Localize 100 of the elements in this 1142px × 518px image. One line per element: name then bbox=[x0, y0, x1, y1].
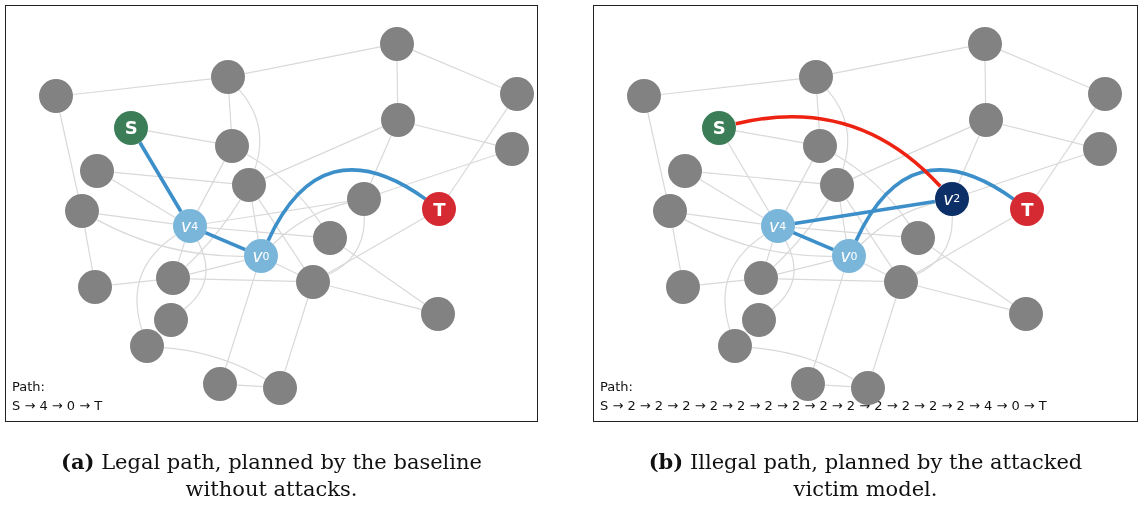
graph-edge bbox=[831, 46, 969, 75]
graph-edge bbox=[834, 153, 910, 225]
figure-caption: (a) Legal path, planned by the baseline without attacks. bbox=[59, 448, 483, 503]
graph-edge bbox=[794, 227, 902, 238]
graph-edge bbox=[163, 347, 266, 380]
graph-edge bbox=[111, 279, 157, 286]
graph-node bbox=[129, 329, 164, 364]
graph-edge bbox=[413, 123, 497, 146]
graph-edge bbox=[967, 154, 1085, 195]
graph-node bbox=[1083, 132, 1118, 167]
graph-edge bbox=[396, 59, 399, 104]
graph-edge bbox=[136, 234, 176, 331]
graph-edge bbox=[684, 219, 833, 257]
path-heading: Path: bbox=[600, 379, 633, 394]
graph-node bbox=[379, 26, 414, 61]
graph-edge bbox=[264, 126, 383, 179]
graph-edge bbox=[98, 213, 174, 225]
graph-edge bbox=[1036, 107, 1096, 196]
graph-edge bbox=[846, 198, 893, 269]
graph-node bbox=[64, 194, 99, 229]
graph-edge bbox=[727, 141, 770, 213]
graph-edge bbox=[343, 247, 426, 305]
graph-edge bbox=[197, 160, 225, 212]
graph-edge bbox=[72, 78, 212, 96]
graph-edge bbox=[258, 198, 305, 269]
graph-node bbox=[798, 60, 833, 94]
graph-node bbox=[884, 264, 919, 299]
figure-caption: (b) Illegal path, planned by the attacked victim model. bbox=[647, 448, 1084, 503]
start-node: S bbox=[114, 110, 149, 145]
graph-edge bbox=[765, 241, 774, 263]
graph-node bbox=[741, 303, 776, 337]
graph-edge bbox=[96, 219, 245, 257]
graph-edge bbox=[228, 93, 232, 130]
graph-node bbox=[791, 367, 826, 402]
graph-edge bbox=[699, 279, 745, 286]
graph-edge bbox=[411, 49, 502, 89]
graph-edge bbox=[1001, 123, 1085, 146]
graph-edge bbox=[824, 384, 852, 388]
graph-edge bbox=[863, 263, 887, 275]
path-edge bbox=[735, 114, 942, 188]
graph-node bbox=[156, 261, 191, 296]
graph-node bbox=[744, 261, 779, 296]
graph-edge bbox=[699, 179, 764, 218]
graph-edge bbox=[915, 217, 1014, 274]
graph-node bbox=[80, 153, 115, 188]
graph-edge bbox=[327, 217, 426, 274]
graph-node bbox=[78, 269, 113, 304]
start-node: S bbox=[702, 110, 737, 145]
graph-edge bbox=[205, 200, 348, 225]
graph-node bbox=[717, 329, 752, 364]
graph-edge bbox=[369, 135, 392, 184]
graph-edge bbox=[860, 202, 936, 245]
graph-edge bbox=[872, 297, 897, 372]
graph-node bbox=[262, 370, 297, 405]
graph-edge bbox=[777, 278, 885, 282]
graph-node bbox=[668, 153, 703, 188]
graph-node bbox=[232, 168, 267, 203]
graph-edge bbox=[931, 247, 1014, 305]
graph-edge bbox=[275, 263, 299, 275]
graph-edge bbox=[327, 215, 365, 276]
graph-edge bbox=[735, 130, 805, 144]
graph-edge bbox=[701, 171, 821, 185]
graph-edge bbox=[284, 297, 309, 372]
graph-node bbox=[203, 367, 238, 402]
target-node: T bbox=[422, 192, 457, 227]
graph-node bbox=[346, 181, 381, 216]
path-edge bbox=[792, 231, 834, 252]
graph-edge bbox=[816, 93, 820, 130]
graph-node bbox=[901, 221, 936, 256]
graph-edge bbox=[915, 215, 953, 276]
graph-node bbox=[380, 103, 415, 138]
graph-node bbox=[820, 168, 855, 203]
graph-edge bbox=[206, 227, 314, 238]
graph-edge bbox=[147, 130, 217, 144]
graph-edge bbox=[852, 126, 971, 179]
graph-edge bbox=[113, 171, 233, 185]
graph-node bbox=[39, 79, 74, 114]
graph-edge bbox=[246, 153, 322, 225]
graph-edge bbox=[185, 199, 241, 268]
graph-node bbox=[652, 194, 687, 229]
graph-edge bbox=[984, 59, 987, 104]
graph-edge bbox=[224, 271, 257, 369]
graph-edge bbox=[771, 240, 795, 310]
graph-node bbox=[968, 103, 1003, 138]
graph-edge bbox=[189, 259, 246, 275]
graph-node bbox=[495, 132, 530, 167]
path-edge bbox=[266, 168, 427, 242]
graph-node bbox=[210, 60, 245, 94]
graph-edge bbox=[957, 135, 980, 184]
path-edge bbox=[138, 141, 183, 213]
graph-edge bbox=[183, 240, 207, 310]
graph-edge bbox=[177, 241, 186, 263]
graph-edge bbox=[826, 89, 849, 170]
graph-edge bbox=[243, 46, 381, 75]
graph-edge bbox=[773, 199, 829, 268]
path-edge bbox=[854, 168, 1015, 242]
graph-node bbox=[1009, 296, 1044, 331]
graph-node bbox=[627, 79, 662, 114]
path-sequence: S → 4 → 0 → T bbox=[12, 398, 103, 413]
graph-node bbox=[666, 269, 701, 304]
